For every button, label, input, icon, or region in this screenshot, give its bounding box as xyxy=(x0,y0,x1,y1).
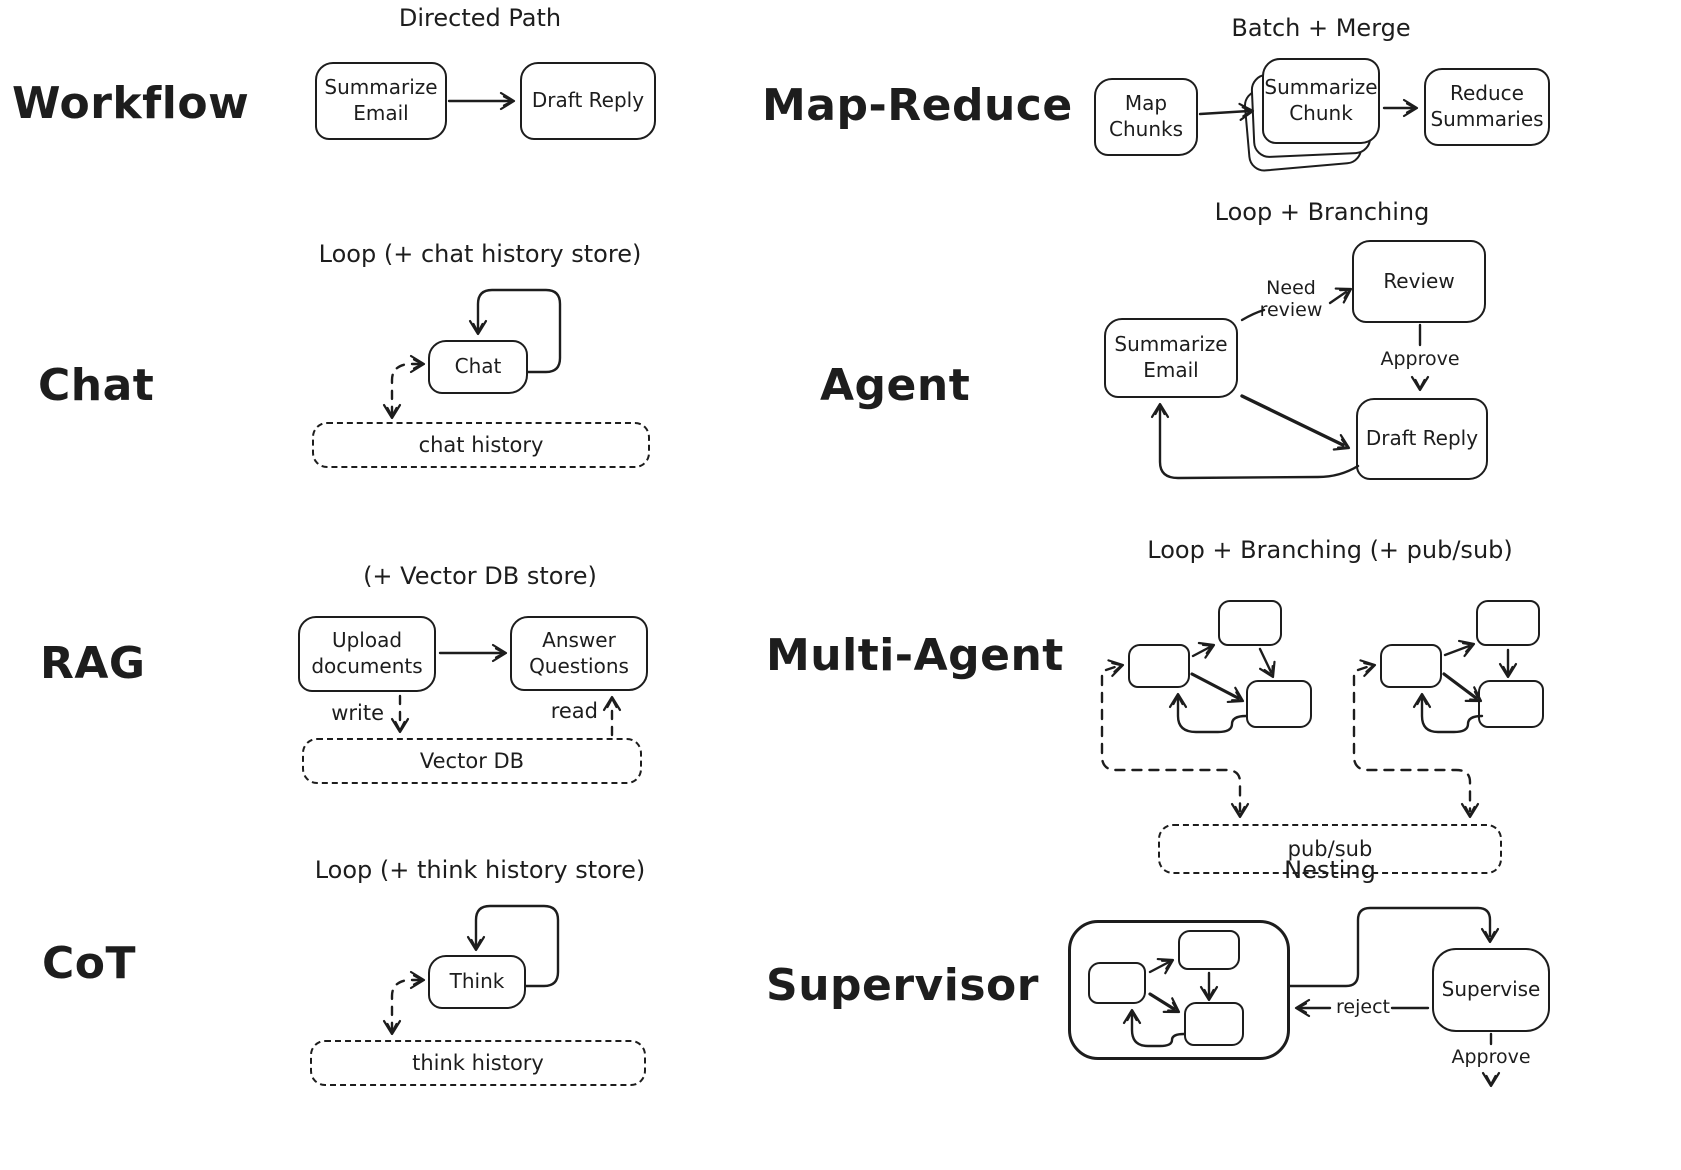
agent-node-draft-reply: Draft Reply xyxy=(1356,398,1488,480)
rag-title: (+ Vector DB store) xyxy=(363,562,597,590)
agent-arrow-summarize-to-draft xyxy=(1242,396,1355,457)
rag-vector-db-store: Vector DB xyxy=(302,738,642,784)
cot-think-history-store: think history xyxy=(310,1040,646,1086)
chat-store-link-arrowheads xyxy=(382,354,426,420)
multi-agent-title: Loop + Branching (+ pub/sub) xyxy=(1147,536,1513,564)
rag-node-answer-questions: Answer Questions xyxy=(510,616,648,691)
rag-node-upload-documents: Upload documents xyxy=(298,616,436,692)
workflow-label: Workflow xyxy=(12,78,250,129)
cot-store-link-arrowheads xyxy=(382,970,426,1036)
rag-edge-read-label: read xyxy=(550,699,598,723)
workflow-node-summarize-email: Summarize Email xyxy=(315,62,447,140)
rag-read-arrowhead xyxy=(602,695,622,712)
multi-agent-cluster2-box-bottom xyxy=(1478,680,1544,728)
rag-arrow-upload-to-answer xyxy=(440,643,508,663)
workflow-arrow xyxy=(449,91,516,111)
multi-agent-label: Multi-Agent xyxy=(766,630,1064,681)
cot-store-link xyxy=(392,980,420,1029)
agent-edge-approve-label: Approve xyxy=(1380,348,1460,370)
chat-title: Loop (+ chat history store) xyxy=(318,240,642,268)
supervisor-label: Supervisor xyxy=(766,960,1039,1011)
agent-edge-need-review-label: Need review xyxy=(1259,277,1323,321)
map-reduce-node-map-chunks: Map Chunks xyxy=(1094,78,1198,156)
multi-agent-cluster2-box-top xyxy=(1476,600,1540,646)
map-reduce-title: Batch + Merge xyxy=(1231,14,1411,42)
rag-label: RAG xyxy=(40,638,146,689)
workflow-title: Directed Path xyxy=(398,4,562,32)
agent-title: Loop + Branching xyxy=(1214,198,1430,226)
multi-agent-cluster1-box-bottom xyxy=(1246,680,1312,728)
supervisor-node-supervise: Supervise xyxy=(1432,948,1550,1032)
chat-node-chat: Chat xyxy=(428,340,528,394)
rag-edge-write-label: write xyxy=(331,701,384,725)
map-reduce-node-summarize-chunk: Summarize Chunk xyxy=(1262,58,1380,144)
agent-label: Agent xyxy=(820,360,971,411)
multi-agent-cluster1-box-top xyxy=(1218,600,1282,646)
supervisor-inner-box-bottom xyxy=(1184,1002,1244,1046)
multi-agent-cluster1-box-left xyxy=(1128,644,1190,688)
cot-title: Loop (+ think history store) xyxy=(314,856,646,884)
supervisor-title: Nesting xyxy=(1284,856,1376,884)
supervisor-inner-box-top xyxy=(1178,930,1240,970)
rag-write-arrowhead xyxy=(390,717,410,734)
agent-arrow-return xyxy=(1150,402,1358,478)
map-reduce-label: Map-Reduce xyxy=(762,80,1073,131)
agent-node-review: Review xyxy=(1352,240,1486,323)
chat-label: Chat xyxy=(38,360,155,411)
multi-agent-cluster2-box-left xyxy=(1380,644,1442,688)
map-reduce-arrow-summarize-to-reduce xyxy=(1384,98,1419,118)
multi-agent-pubsub-store: pub/sub xyxy=(1158,824,1502,874)
chat-history-store: chat history xyxy=(312,422,650,468)
cot-node-think: Think xyxy=(428,955,526,1009)
supervisor-edge-reject-label: reject xyxy=(1336,996,1390,1018)
chat-store-link xyxy=(392,364,420,413)
cot-label: CoT xyxy=(42,938,137,989)
workflow-node-draft-reply: Draft Reply xyxy=(520,62,656,140)
supervisor-inner-box-left xyxy=(1088,962,1146,1004)
supervisor-edge-approve-label: Approve xyxy=(1451,1046,1531,1068)
map-reduce-node-reduce-summaries: Reduce Summaries xyxy=(1424,68,1550,146)
agent-node-summarize-email: Summarize Email xyxy=(1104,318,1238,398)
